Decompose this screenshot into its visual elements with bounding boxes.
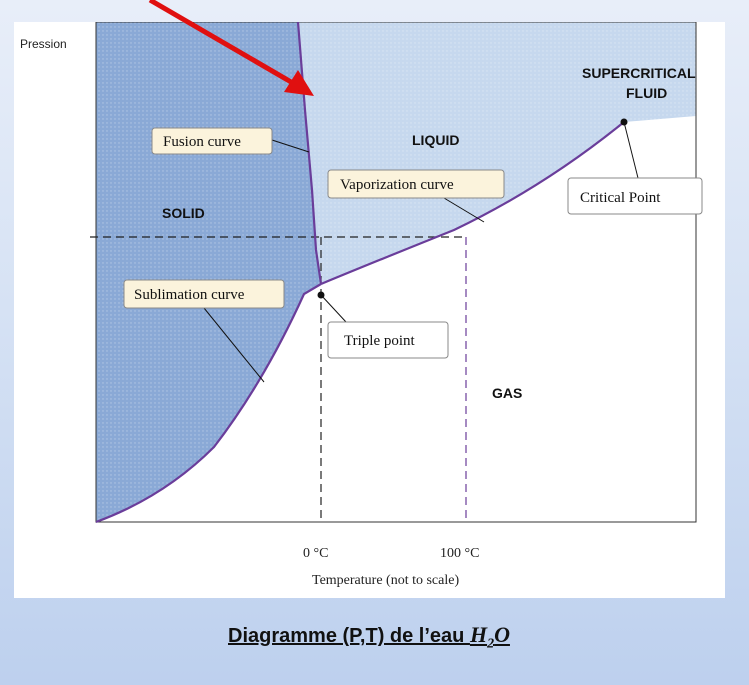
x-tick-100: 100 °C bbox=[440, 546, 479, 561]
caption-text: Diagramme (P,T) de l’eau bbox=[228, 625, 470, 647]
supercritical-label-line2: FLUID bbox=[626, 85, 667, 101]
vaporization-callout-leader bbox=[443, 197, 485, 223]
x-tick-0: 0 °C bbox=[303, 546, 328, 561]
y-axis-label: Pression bbox=[20, 37, 67, 51]
liquid-label: LIQUID bbox=[412, 132, 459, 148]
solid-label: SOLID bbox=[162, 205, 205, 221]
formula-base: H bbox=[469, 622, 488, 647]
svg-text:Vaporization curve: Vaporization curve bbox=[340, 177, 454, 193]
critical-callout-leader bbox=[623, 121, 639, 179]
formula-tail: O bbox=[494, 622, 510, 647]
vaporization-curve bbox=[320, 121, 625, 286]
supercritical-label-line1: SUPERCRITICAL bbox=[582, 65, 696, 81]
sublimation-callout-leader bbox=[203, 307, 265, 383]
svg-text:Sublimation curve: Sublimation curve bbox=[134, 287, 245, 303]
phase-diagram-panel: SOLID LIQUID GAS SUPERCRITICAL FLUID Fus… bbox=[14, 22, 725, 598]
vaporization-callout: Vaporization curve bbox=[327, 169, 505, 199]
liquid-region-texture bbox=[298, 22, 696, 284]
figure-caption: Diagramme (P,T) de l’eau H2O bbox=[228, 622, 698, 652]
sublimation-callout: Sublimation curve bbox=[123, 279, 285, 309]
svg-text:Critical Point: Critical Point bbox=[580, 190, 661, 206]
x-axis-label: Temperature (not to scale) bbox=[312, 573, 459, 588]
svg-text:Fusion curve: Fusion curve bbox=[163, 134, 241, 150]
triple-callout-leader bbox=[320, 294, 347, 323]
phase-diagram: SOLID LIQUID GAS SUPERCRITICAL FLUID Fus… bbox=[20, 22, 703, 588]
critical-point-callout: Critical Point bbox=[567, 177, 703, 215]
caption-formula: H2O bbox=[469, 622, 510, 651]
svg-text:Triple point: Triple point bbox=[344, 333, 416, 349]
plot-frame bbox=[95, 22, 697, 523]
sublimation-curve bbox=[95, 283, 322, 524]
gas-label: GAS bbox=[492, 385, 522, 401]
formula-subscript: 2 bbox=[487, 636, 495, 652]
solid-region-texture bbox=[96, 22, 321, 522]
triple-point-callout: Triple point bbox=[327, 321, 449, 359]
fusion-callout-leader bbox=[271, 139, 310, 153]
fusion-callout: Fusion curve bbox=[151, 127, 273, 155]
